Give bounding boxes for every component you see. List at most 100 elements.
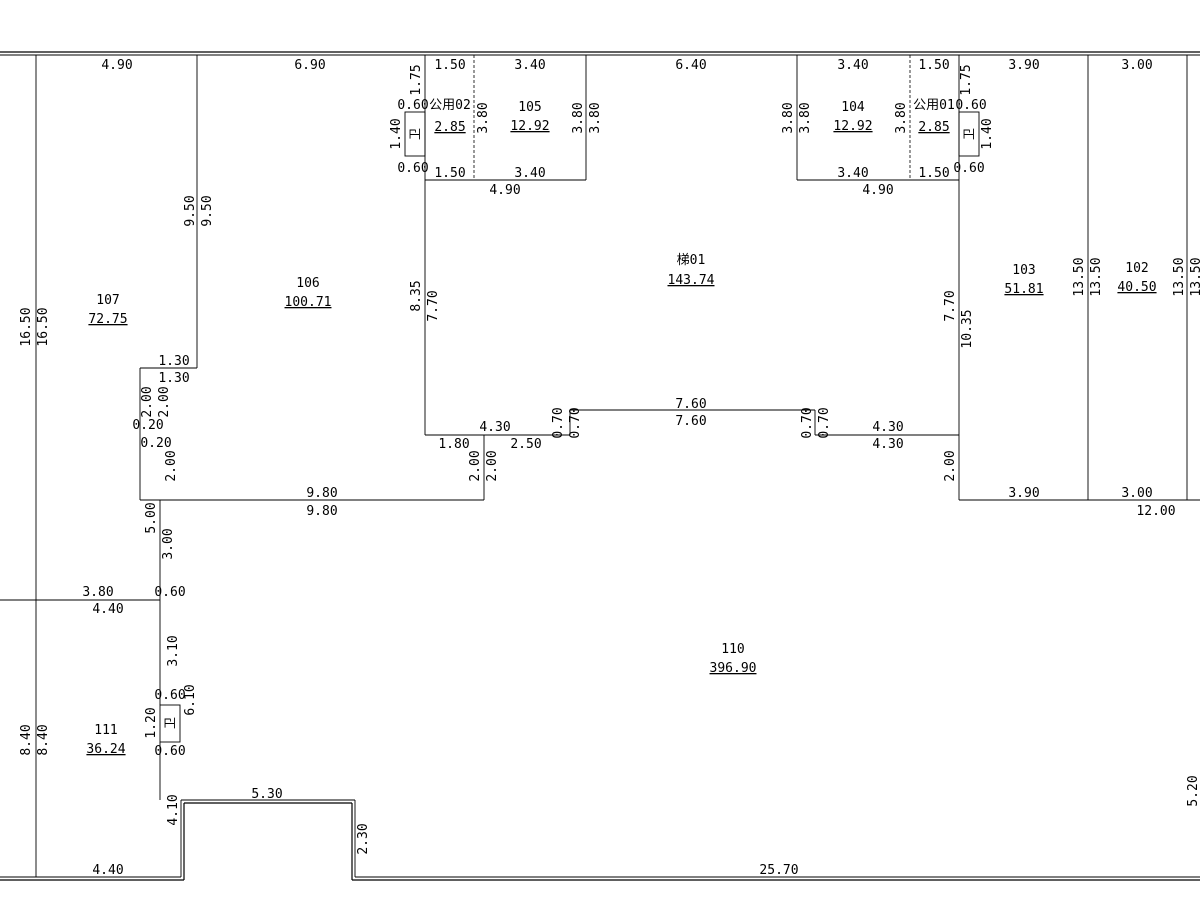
dim-label: 5.00	[144, 502, 159, 533]
dim-label: 3.80	[82, 585, 113, 600]
dim-label: 3.80	[476, 102, 491, 133]
dim-label: 0.20	[132, 418, 163, 433]
toilet-mark: 卫	[962, 128, 976, 140]
horizontal-dimensions: 4.90 6.90 1.50 3.40 6.40 3.40 1.50 3.90 …	[82, 58, 1175, 878]
dim-label: 4.30	[872, 437, 903, 452]
shared-01-area: 2.85	[918, 120, 949, 135]
dim-label: 6.90	[294, 58, 325, 73]
room-106-label: 106	[296, 276, 319, 291]
dim-label: 2.00	[164, 450, 179, 481]
dim-label: 0.60	[955, 98, 986, 113]
dim-label: 6.40	[675, 58, 706, 73]
dim-label: 12.00	[1136, 504, 1175, 519]
dim-label: 3.00	[1121, 486, 1152, 501]
dim-label: 0.60	[397, 98, 428, 113]
dim-label: 3.80	[894, 102, 909, 133]
room-104-label: 104	[841, 100, 865, 115]
dim-label: 3.40	[514, 166, 545, 181]
dim-label: 10.35	[960, 309, 975, 348]
dim-label: 4.90	[862, 183, 893, 198]
room-107-label: 107	[96, 293, 119, 308]
room-111-label: 111	[94, 723, 117, 738]
room-102-label: 102	[1125, 261, 1148, 276]
dim-label: 5.30	[251, 787, 282, 802]
toilet-fixtures: 卫 卫 卫	[159, 111, 980, 743]
dim-label: 1.20	[144, 707, 159, 738]
stair-01-area: 143.74	[668, 273, 715, 288]
dim-label: 7.60	[675, 397, 706, 412]
dim-label: 8.35	[409, 280, 424, 311]
interior-walls	[0, 55, 1200, 877]
dim-label: 4.90	[101, 58, 132, 73]
stair-01-label: 梯01	[677, 253, 706, 268]
dim-label: 2.30	[356, 823, 371, 854]
room-105-label: 105	[518, 100, 541, 115]
outer-boundary	[0, 51, 1200, 881]
dim-label: 0.60	[953, 161, 984, 176]
dim-label: 13.50	[1172, 257, 1187, 296]
dim-label: 3.90	[1008, 58, 1039, 73]
dim-label: 0.70	[568, 407, 583, 438]
dim-label: 1.50	[434, 166, 465, 181]
dim-label: 1.30	[158, 371, 189, 386]
dim-label: 3.90	[1008, 486, 1039, 501]
room-107-area: 72.75	[88, 312, 127, 327]
dim-label: 3.00	[1121, 58, 1152, 73]
room-110-label: 110	[721, 642, 744, 657]
dim-label: 4.30	[872, 420, 903, 435]
shared-02-area: 2.85	[434, 120, 465, 135]
dim-label: 3.40	[837, 166, 868, 181]
dim-label: 9.50	[183, 195, 198, 226]
dim-label: 8.40	[19, 724, 34, 755]
dim-label: 0.60	[154, 744, 185, 759]
dim-label: 2.00	[157, 386, 172, 417]
dim-label: 3.40	[837, 58, 868, 73]
shared-02-label: 公用02	[429, 98, 471, 113]
dim-label: 4.40	[92, 863, 123, 878]
dim-label: 3.80	[781, 102, 796, 133]
dim-label: 0.70	[551, 407, 566, 438]
vertical-dimensions: 16.50 16.50 9.50 9.50 1.75 1.40 3.80 3.8…	[19, 64, 1200, 854]
dim-label: 4.40	[92, 602, 123, 617]
room-103-area: 51.81	[1004, 282, 1043, 297]
dim-label: 2.00	[943, 450, 958, 481]
dim-label: 9.50	[200, 195, 215, 226]
dim-label: 4.10	[166, 794, 181, 825]
dim-label: 7.70	[426, 290, 441, 321]
dim-label: 1.50	[918, 166, 949, 181]
dim-label: 7.60	[675, 414, 706, 429]
shared-01-label: 公用01	[913, 98, 955, 113]
dim-label: 1.30	[158, 354, 189, 369]
dim-label: 3.10	[166, 635, 181, 666]
dim-label: 8.40	[36, 724, 51, 755]
room-111-area: 36.24	[86, 742, 125, 757]
room-105-area: 12.92	[510, 119, 549, 134]
dim-label: 2.00	[140, 386, 155, 417]
dim-label: 1.40	[980, 118, 995, 149]
dim-label: 9.80	[306, 486, 337, 501]
room-104-area: 12.92	[833, 119, 872, 134]
dim-label: 13.50	[1189, 257, 1200, 296]
toilet-mark: 卫	[408, 128, 422, 140]
dim-label: 16.50	[36, 307, 51, 346]
room-106-area: 100.71	[285, 295, 332, 310]
dim-label: 0.70	[817, 407, 832, 438]
dim-label: 0.60	[154, 688, 185, 703]
dim-label: 0.60	[154, 585, 185, 600]
room-103-label: 103	[1012, 263, 1035, 278]
dim-label: 25.70	[759, 863, 798, 878]
dim-label: 1.75	[959, 64, 974, 95]
toilet-mark: 卫	[163, 717, 177, 729]
dim-label: 5.20	[1186, 775, 1200, 806]
dim-label: 3.00	[161, 528, 176, 559]
dim-label: 0.70	[800, 407, 815, 438]
dim-label: 2.00	[485, 450, 500, 481]
dim-label: 0.60	[397, 161, 428, 176]
dim-label: 4.30	[479, 420, 510, 435]
dim-label: 1.50	[434, 58, 465, 73]
dim-label: 7.70	[943, 290, 958, 321]
dim-label: 16.50	[19, 307, 34, 346]
dim-label: 2.00	[468, 450, 483, 481]
dim-label: 3.40	[514, 58, 545, 73]
